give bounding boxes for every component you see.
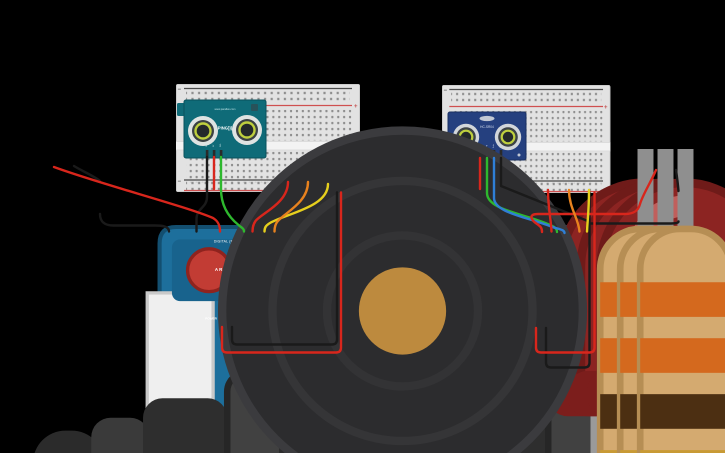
ping-pin: [205, 150, 209, 158]
wire-left-power-gnd[interactable]: [230, 191, 339, 346]
ping-name-label: PING))): [218, 126, 233, 131]
ping-pin: [219, 150, 223, 158]
ping-pin-label: GND: [206, 142, 208, 147]
wire-right-power-5v[interactable]: [534, 191, 596, 354]
wire-left-buzzer-gnd[interactable]: [98, 212, 171, 233]
ping-pin-label: 5V: [213, 144, 215, 147]
wire-right-sensor-gnd[interactable]: [499, 156, 591, 223]
rail-plus-mark: +: [604, 105, 608, 111]
ping-ultrasonic-sensor[interactable]: www.parallax.com PING))) GND 5V SIG: [177, 99, 267, 159]
hcsr04-name-label: HC-SR04: [480, 125, 494, 129]
left-piezo-buzzer[interactable]: [221, 129, 584, 453]
wire-left-led3-signal[interactable]: [263, 182, 330, 233]
hcsr04-pin-label: GND: [500, 143, 502, 148]
hcsr04-pin-label: Trig: [485, 145, 488, 148]
wire-left-sensor-sig[interactable]: [219, 155, 246, 233]
ping-pin-label: SIG: [220, 143, 222, 147]
power-header-label: POWER: [205, 317, 217, 321]
ping-component: [251, 104, 258, 111]
wire-right-led1-signal[interactable]: [546, 188, 553, 233]
digital-header-label: DIGITAL (PWM ~): [214, 240, 244, 244]
hcsr04-transducer-right: [494, 123, 522, 151]
ping-pin: [212, 150, 216, 158]
hcsr04-pin: [499, 150, 503, 159]
wire-left-buzzer-gnd-lead[interactable]: [72, 164, 102, 183]
wire-left-led2-signal[interactable]: [273, 180, 310, 233]
hcsr04-pin-label: Echo: [493, 144, 495, 148]
wire-right-power-gnd[interactable]: [544, 191, 591, 369]
wire-right-buzzer-signal[interactable]: [530, 168, 658, 234]
rail-minus-mark: −: [178, 87, 182, 93]
left-circuit-wires: [52, 155, 343, 354]
hcsr04-oscillator: [479, 115, 495, 122]
rail-minus-mark: −: [444, 88, 448, 94]
ping-transducer-right: [232, 115, 262, 145]
rail-minus-mark: −: [178, 179, 182, 185]
wire-right-led2-signal[interactable]: [567, 188, 581, 233]
ping-url-label: www.parallax.com: [215, 107, 236, 111]
wire-left-buzzer-signal[interactable]: [52, 165, 222, 233]
wire-left-sensor-gnd[interactable]: [195, 155, 209, 233]
hcsr04-mount-hole: [517, 153, 521, 157]
right-circuit-wires: [478, 156, 680, 369]
wire-left-led1-signal[interactable]: [251, 180, 290, 233]
wire-right-buzzer-gnd-lead[interactable]: [674, 168, 680, 193]
wire-right-buzzer-gnd[interactable]: [589, 220, 680, 225]
rail-plus-mark: +: [354, 104, 358, 110]
ping-transducer-left: [188, 116, 218, 146]
wire-right-led3-signal[interactable]: [585, 188, 591, 233]
wire-left-power-5v[interactable]: [220, 191, 343, 354]
